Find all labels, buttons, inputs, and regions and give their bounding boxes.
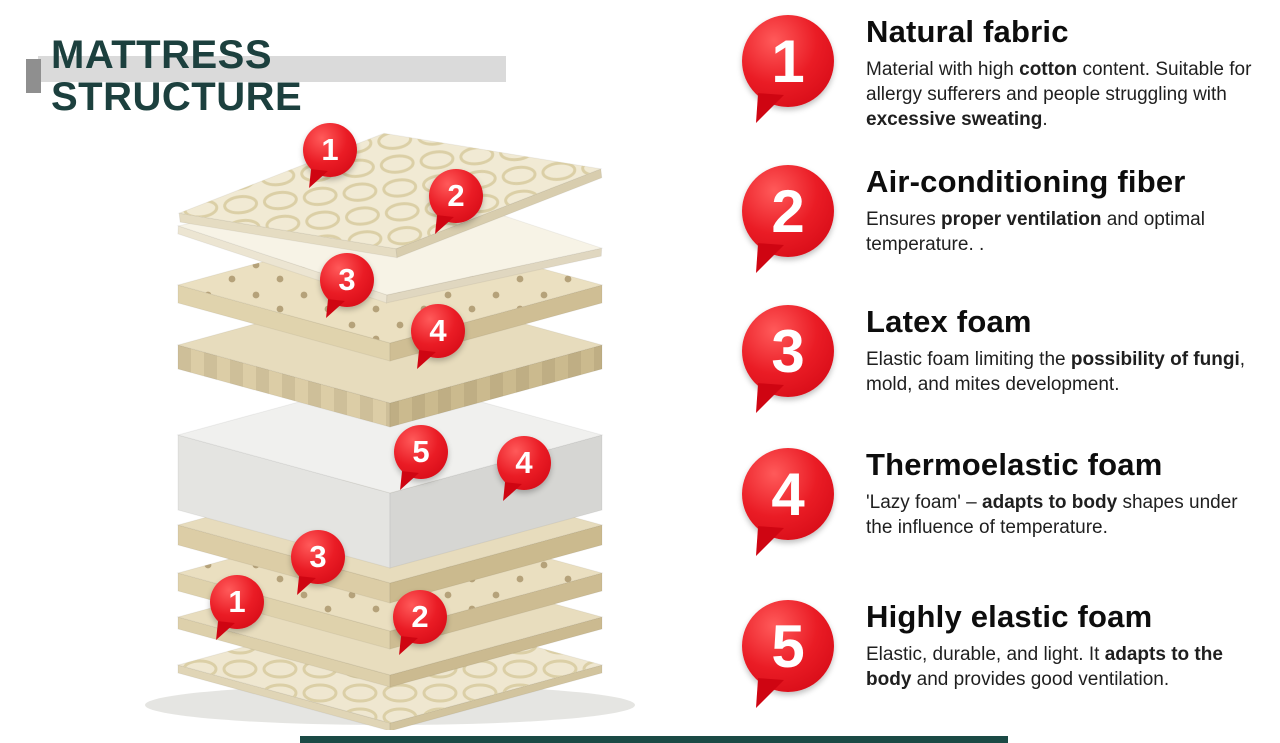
- diagram-marker-1: 1: [303, 123, 357, 177]
- diagram-marker-4: 4: [497, 436, 551, 490]
- diagram-markers: 1 2 3 4 5 4 3 1 2: [100, 105, 680, 730]
- title-highlight-band: [38, 56, 506, 82]
- marker-number: 3: [309, 539, 327, 574]
- diagram-marker-3: 3: [291, 530, 345, 584]
- info-number: 2: [771, 177, 805, 245]
- info-title: Thermoelastic foam: [866, 447, 1163, 482]
- marker-number: 4: [429, 313, 447, 348]
- info-title: Latex foam: [866, 304, 1032, 339]
- info-number-balloon: 1: [742, 15, 834, 107]
- info-number: 3: [771, 317, 805, 385]
- info-number-balloon: 2: [742, 165, 834, 257]
- marker-number: 1: [321, 132, 339, 167]
- header-inner: MATTRESS STRUCTURE: [26, 34, 526, 118]
- marker-number: 2: [411, 599, 429, 634]
- marker-number: 2: [447, 178, 465, 213]
- diagram-marker-2: 2: [393, 590, 447, 644]
- mattress-diagram: 1 2 3 4 5 4 3 1 2: [100, 105, 680, 730]
- info-desc: 'Lazy foam' – adapts to body shapes unde…: [866, 492, 1238, 538]
- diagram-marker-4: 4: [411, 304, 465, 358]
- info-desc: Elastic, durable, and light. It adapts t…: [866, 644, 1223, 690]
- diagram-marker-2: 2: [429, 169, 483, 223]
- info-number-balloon: 5: [742, 600, 834, 692]
- diagram-marker-1: 1: [210, 575, 264, 629]
- marker-number: 3: [338, 262, 356, 297]
- info-number: 1: [771, 27, 805, 95]
- info-row-4: 4 Thermoelastic foam 'Lazy foam' – adapts …: [742, 448, 1280, 540]
- info-text: Thermoelastic foam 'Lazy foam' – adapts t…: [866, 448, 1258, 540]
- info-desc: Material with high cotton content. Suita…: [866, 59, 1252, 130]
- info-number: 5: [771, 612, 805, 680]
- diagram-marker-3: 3: [320, 253, 374, 307]
- diagram-marker-5: 5: [394, 425, 448, 479]
- info-title: Highly elastic foam: [866, 599, 1153, 634]
- footer-bar: [300, 736, 1008, 743]
- info-desc: Elastic foam limiting the possibility of…: [866, 349, 1246, 395]
- title-bullet-block: [26, 59, 41, 93]
- info-number-balloon: 3: [742, 305, 834, 397]
- header: MATTRESS STRUCTURE: [26, 34, 526, 118]
- info-desc: Ensures proper ventilation and optimal t…: [866, 209, 1205, 255]
- info-title: Natural fabric: [866, 14, 1069, 49]
- marker-number: 5: [412, 434, 430, 469]
- page-title: MATTRESS STRUCTURE: [51, 33, 303, 119]
- info-title: Air-conditioning fiber: [866, 164, 1186, 199]
- marker-number: 4: [515, 445, 533, 480]
- info-number: 4: [771, 460, 805, 528]
- info-number-balloon: 4: [742, 448, 834, 540]
- marker-number: 1: [228, 584, 246, 619]
